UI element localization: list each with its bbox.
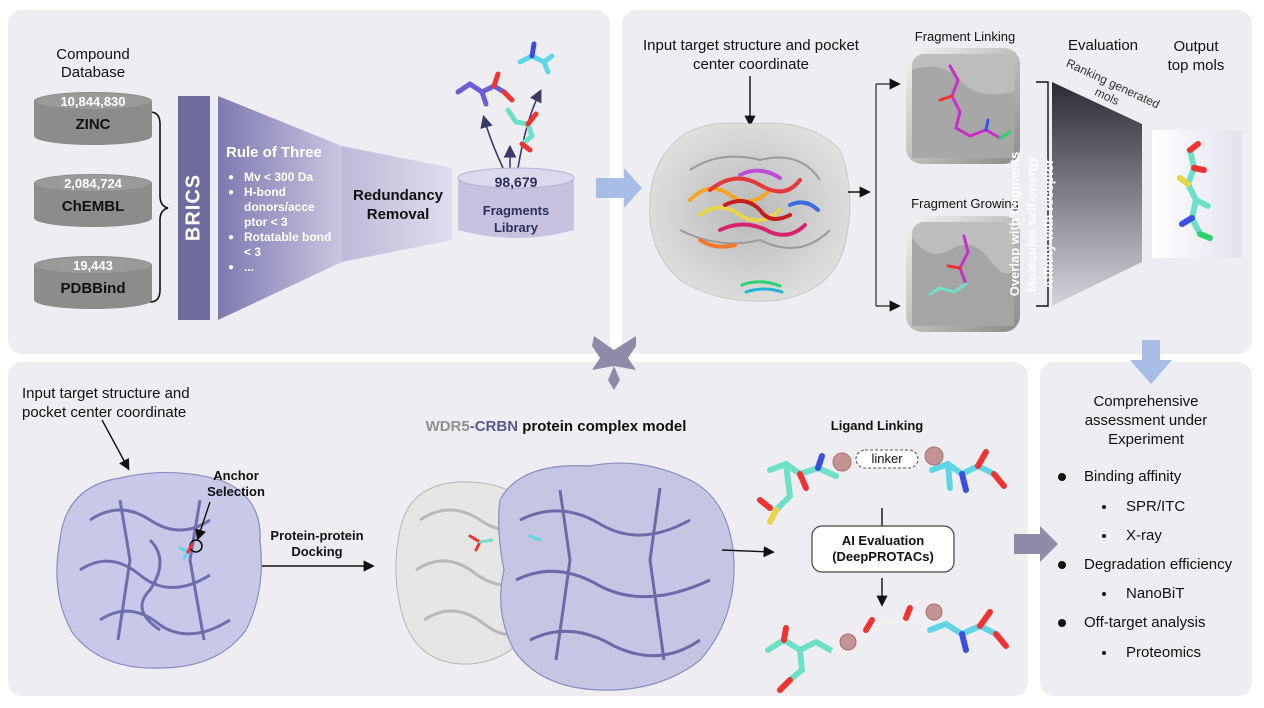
ligand-right-top xyxy=(929,449,1007,493)
complex-title-crbn: -CRBN xyxy=(469,418,519,435)
input-structure-label-top: Input target structure and pocket center… xyxy=(643,37,859,73)
database-pdbbind-count: 19,443 xyxy=(73,258,113,273)
linker-box xyxy=(855,449,919,469)
evaluation-funnel xyxy=(1052,82,1142,306)
assessment-title: Comprehensive assessment under Experimen… xyxy=(1084,393,1208,448)
assessment-item: Off-target analysis xyxy=(1058,614,1205,631)
input-structure-label-bottom: Input target structure and pocket center… xyxy=(22,385,190,421)
redundancy-removal-block xyxy=(342,146,452,262)
evaluation-criteria: Overlap with fragments Molecules self-en… xyxy=(1007,152,1184,296)
database-zinc-name: ZINC xyxy=(75,116,111,133)
flow-arrow-to-generation xyxy=(596,168,642,208)
assessment-list: Binding affinity SPR/ITC X-ray Degradati… xyxy=(1058,468,1248,668)
rule-of-three-title: Rule of Three xyxy=(226,144,322,161)
database-brace xyxy=(149,111,169,303)
database-pdbbind-name: PDBBind xyxy=(60,280,126,297)
flow-arrow-to-experiment xyxy=(1014,526,1058,562)
ai-evaluation-box xyxy=(811,525,955,573)
assessment-item: Binding affinity xyxy=(1058,468,1181,485)
fragment-molecule-cyan xyxy=(517,41,555,75)
eval-criterion: Molecules self-energy xyxy=(1024,156,1039,292)
fragment-linking-label: Fragment Linking xyxy=(914,29,1016,44)
complex-title-wdr5: WDR5 xyxy=(425,418,470,435)
evaluation-label: Evaluation xyxy=(1067,37,1139,54)
assessment-subitem: X-ray xyxy=(1102,527,1162,544)
fragments-library-count: 98,679 xyxy=(494,174,538,190)
target-protein-purple xyxy=(56,471,262,669)
output-mols-box xyxy=(1152,130,1242,258)
eval-criterion: Affinity with receptor xyxy=(1041,159,1056,290)
assessment-subitem: NanoBiT xyxy=(1102,585,1184,602)
linked-protac xyxy=(765,605,1009,693)
rule-item: Mv < 300 Da xyxy=(228,170,334,185)
compound-database-title: Compound Database xyxy=(56,46,130,81)
ai-evaluation-label: AI Evaluation (DeepPROTACs) xyxy=(832,533,934,564)
flow-arrow-to-assessment xyxy=(1130,340,1172,384)
rule-item: H-bond donors/acce ptor < 3 xyxy=(228,185,334,230)
fragments-library-cylinder xyxy=(457,167,575,238)
crbn-protein-purple xyxy=(498,462,735,691)
redundancy-removal-label: Redundancy Removal xyxy=(352,187,443,223)
assessment-subitem: SPR/ITC xyxy=(1102,498,1185,515)
fragments-library-label: Fragments Library xyxy=(482,203,550,235)
fragment-linking-image xyxy=(906,48,1020,164)
protein-docking-label: Protein-protein Docking xyxy=(270,528,364,559)
output-top-mols-label: Output top mols xyxy=(1167,38,1225,74)
ligand-left-top xyxy=(757,453,839,525)
complex-model-title: WDR5-CRBN protein complex model xyxy=(396,418,716,435)
database-zinc-count: 10,844,830 xyxy=(60,94,126,109)
output-molecule xyxy=(1177,141,1213,241)
linker-label: linker xyxy=(871,451,903,466)
eval-criterion: Overlap with fragments xyxy=(1007,151,1022,297)
rule-item: Rotatable bond < 3 xyxy=(228,230,334,260)
ligand-linking-label: Ligand Linking xyxy=(830,418,924,433)
brics-label: BRICS xyxy=(182,173,205,242)
fragment-molecule-teal xyxy=(505,107,539,153)
target-protein-structure xyxy=(649,122,851,302)
merge-arrow xyxy=(592,336,636,390)
database-chembl-count: 2,084,724 xyxy=(64,176,122,191)
complex-title-suffix: protein complex model xyxy=(518,418,687,435)
fragment-growing-label: Fragment Growing xyxy=(911,196,1019,211)
fragment-growing-image xyxy=(906,216,1020,332)
database-pdbbind: 19,443 PDBBind xyxy=(34,256,152,316)
database-zinc: 10,844,830 ZINC xyxy=(34,92,152,152)
anchor-selection-label: Anchor Selection xyxy=(207,468,265,499)
database-chembl-name: ChEMBL xyxy=(61,198,125,215)
assessment-subitem: Proteomics xyxy=(1102,644,1201,661)
rule-of-three-list: Mv < 300 Da H-bond donors/acce ptor < 3 … xyxy=(228,170,334,275)
database-chembl: 2,084,724 ChEMBL xyxy=(34,174,152,234)
panel-experimental-assessment xyxy=(1040,362,1252,696)
rule-item: ... xyxy=(228,260,334,275)
fragment-molecule-purple xyxy=(455,71,515,107)
brics-bar xyxy=(178,96,210,320)
assessment-item: Degradation efficiency xyxy=(1058,556,1232,573)
